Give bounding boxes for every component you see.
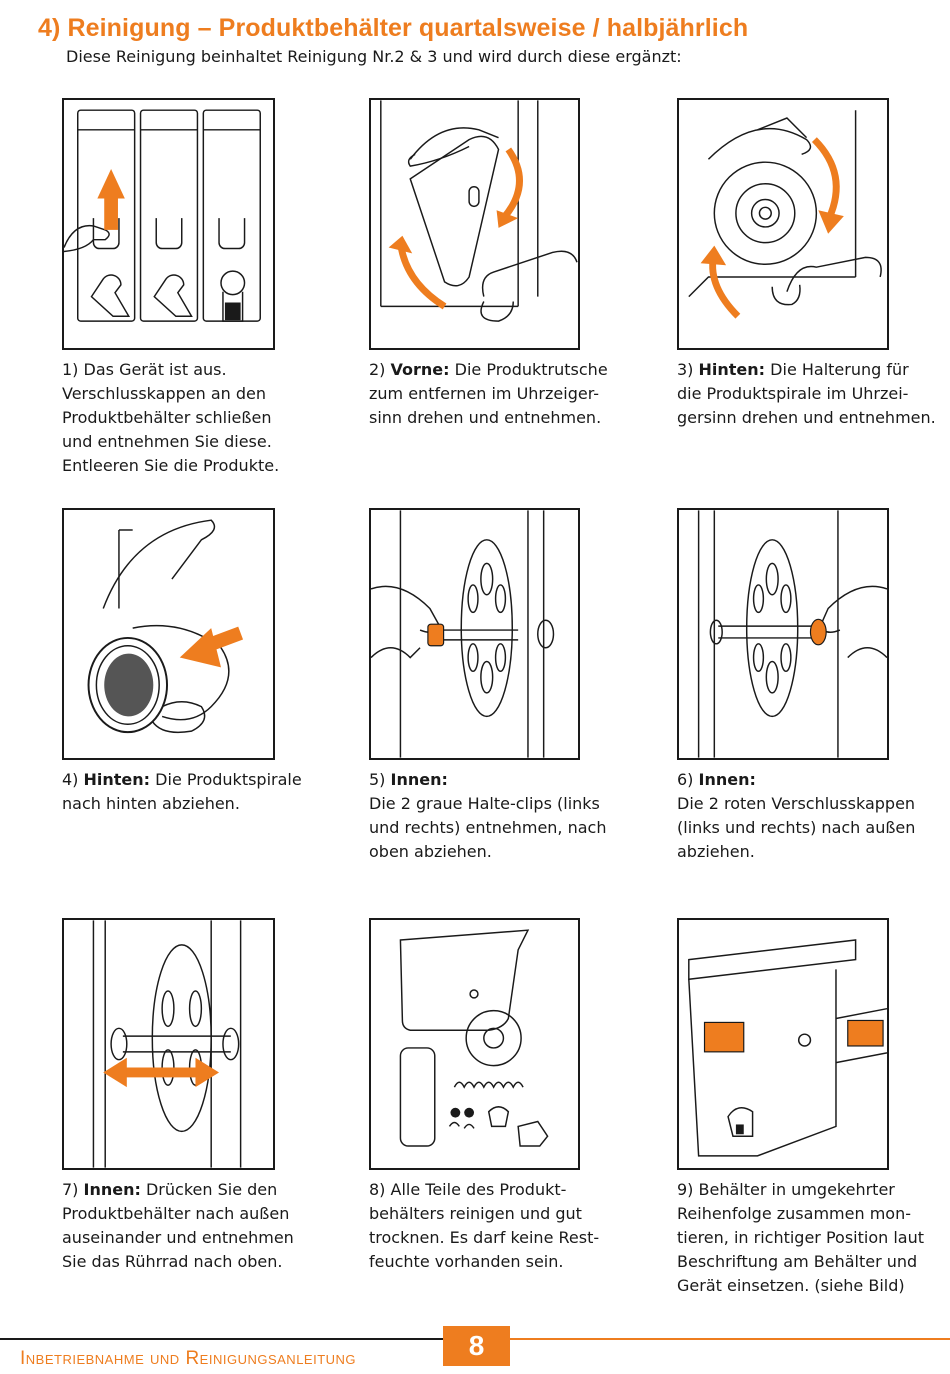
page-number: 8 bbox=[443, 1326, 510, 1366]
step-text: Drücken Sie den Produktbehälter nach auß… bbox=[62, 1180, 294, 1271]
step-5-caption: 5) Innen: Die 2 graue Halte-clips (links… bbox=[369, 768, 619, 864]
footer-divider-right bbox=[510, 1338, 950, 1340]
page-subtitle: Diese Reinigung beinhaltet Reinigung Nr.… bbox=[66, 47, 682, 66]
step-7-caption: 7) Innen: Drücken Sie den Produktbehälte… bbox=[62, 1178, 312, 1274]
step-text: Die 2 roten Verschlusskappen (links und … bbox=[677, 794, 916, 861]
step-number: 7) bbox=[62, 1180, 79, 1199]
step-location: Innen: bbox=[390, 770, 448, 789]
step-number: 6) bbox=[677, 770, 694, 789]
step-text: Die 2 graue Halte-clips (links und recht… bbox=[369, 794, 607, 861]
illustration-step-7 bbox=[62, 918, 275, 1170]
footer-divider-left bbox=[0, 1338, 443, 1340]
step-location: Innen: bbox=[83, 1180, 141, 1199]
step-number: 4) bbox=[62, 770, 79, 789]
illustration-step-2 bbox=[369, 98, 580, 350]
step-6-caption: 6) Innen: Die 2 roten Verschlusskappen (… bbox=[677, 768, 932, 864]
step-1-caption: 1) Das Gerät ist aus. Verschlusskappen a… bbox=[62, 358, 302, 478]
dispenser-containers-illustration bbox=[64, 109, 261, 322]
disassembled-parts-illustration bbox=[399, 929, 549, 1147]
step-text: Die Produktrutsche zum entfernen im Uhrz… bbox=[369, 360, 608, 427]
step-text: Alle Teile des Produkt-behälters reinige… bbox=[369, 1180, 600, 1271]
step-location: Innen: bbox=[698, 770, 756, 789]
illustration-step-3 bbox=[677, 98, 889, 350]
step-2-caption: 2) Vorne: Die Produktrutsche zum entfern… bbox=[369, 358, 614, 430]
step-8-caption: 8) Alle Teile des Produkt-behälters rein… bbox=[369, 1178, 614, 1274]
step-text: Die Produktspirale nach hinten abziehen. bbox=[62, 770, 302, 813]
step-text: Die Halterung für die Produktspirale im … bbox=[677, 360, 936, 427]
illustration-step-1 bbox=[62, 98, 275, 350]
spiral-pull-back-illustration bbox=[87, 519, 244, 734]
step-3-caption: 3) Hinten: Die Halterung für die Produkt… bbox=[677, 358, 937, 430]
step-9-caption: 9) Behälter in umgekehrter Reihenfolge z… bbox=[677, 1178, 937, 1298]
step-text: Das Gerät ist aus. Verschlusskappen an d… bbox=[62, 360, 280, 475]
step-location: Hinten: bbox=[83, 770, 151, 789]
remove-red-caps-illustration bbox=[697, 510, 887, 758]
illustration-step-4 bbox=[62, 508, 275, 760]
step-number: 9) bbox=[677, 1180, 694, 1199]
step-4-caption: 4) Hinten: Die Produktspirale nach hinte… bbox=[62, 768, 312, 816]
illustration-step-6 bbox=[677, 508, 889, 760]
product-chute-rotation-illustration bbox=[380, 100, 578, 322]
step-location: Vorne: bbox=[390, 360, 450, 379]
step-number: 1) bbox=[62, 360, 79, 379]
step-number: 2) bbox=[369, 360, 386, 379]
reassembled-container-illustration bbox=[688, 939, 887, 1157]
step-location: Hinten: bbox=[698, 360, 766, 379]
illustration-step-9 bbox=[677, 918, 889, 1170]
step-text: Behälter in umgekehrter Reihenfolge zusa… bbox=[677, 1180, 925, 1295]
page-title: 4) Reinigung – Produktbehälter quartalsw… bbox=[38, 14, 749, 42]
remove-agitator-illustration bbox=[92, 920, 242, 1168]
illustration-step-5 bbox=[369, 508, 580, 760]
step-number: 8) bbox=[369, 1180, 386, 1199]
footer-title: Inbetriebnahme und Reinigungsanleitung bbox=[20, 1348, 357, 1369]
illustration-step-8 bbox=[369, 918, 580, 1170]
remove-grey-clips-illustration bbox=[371, 510, 555, 758]
step-number: 3) bbox=[677, 360, 694, 379]
spiral-holder-rotation-illustration bbox=[688, 110, 882, 319]
step-number: 5) bbox=[369, 770, 386, 789]
